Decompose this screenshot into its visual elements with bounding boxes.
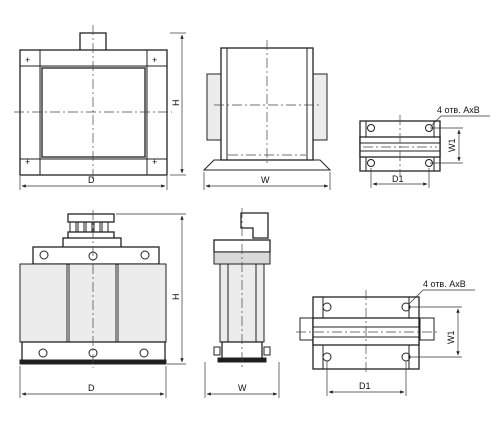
label-d-bottom: D [88, 383, 95, 393]
svg-text:+: + [152, 157, 157, 167]
view-single-phase-front: + + + + [14, 25, 172, 180]
dimension-w1-top: W1 [430, 127, 463, 164]
dimension-d1-top: D1 [370, 168, 430, 188]
note-holes-top: 4 отв. AxB [437, 105, 480, 115]
dimension-w1-bottom: W1 [408, 306, 462, 358]
label-w-top: W [261, 175, 270, 185]
dimension-d1-bottom: D1 [326, 361, 407, 396]
dimension-h-top: H [170, 32, 186, 176]
view-single-phase-mounting: 4 отв. AxB [359, 105, 490, 176]
view-three-phase-front [19, 210, 167, 368]
dimension-d-top: D [19, 175, 168, 190]
note-holes-bottom: 4 отв. AxB [423, 279, 466, 289]
label-d1-top: D1 [392, 174, 404, 184]
label-w1-bottom: W1 [446, 331, 456, 345]
view-single-phase-side [202, 40, 332, 171]
label-h-bottom: H [171, 294, 181, 301]
dimension-h-bottom: H [116, 213, 186, 365]
label-h-top: H [171, 100, 181, 107]
label-d-top: D [88, 175, 95, 185]
view-three-phase-side [213, 208, 271, 368]
label-w1-top: W1 [447, 139, 457, 153]
dimension-d-bottom: D [19, 366, 167, 398]
svg-text:+: + [25, 157, 30, 167]
view-three-phase-mounting: 4 отв. AxB [296, 279, 475, 375]
label-w-bottom: W [238, 383, 247, 393]
dimension-w-top: W [203, 172, 331, 190]
dimension-w-bottom: W [204, 362, 280, 398]
label-d1-bottom: D1 [359, 381, 371, 391]
svg-text:+: + [152, 55, 157, 65]
terminal-block [67, 213, 115, 241]
svg-text:+: + [25, 55, 30, 65]
